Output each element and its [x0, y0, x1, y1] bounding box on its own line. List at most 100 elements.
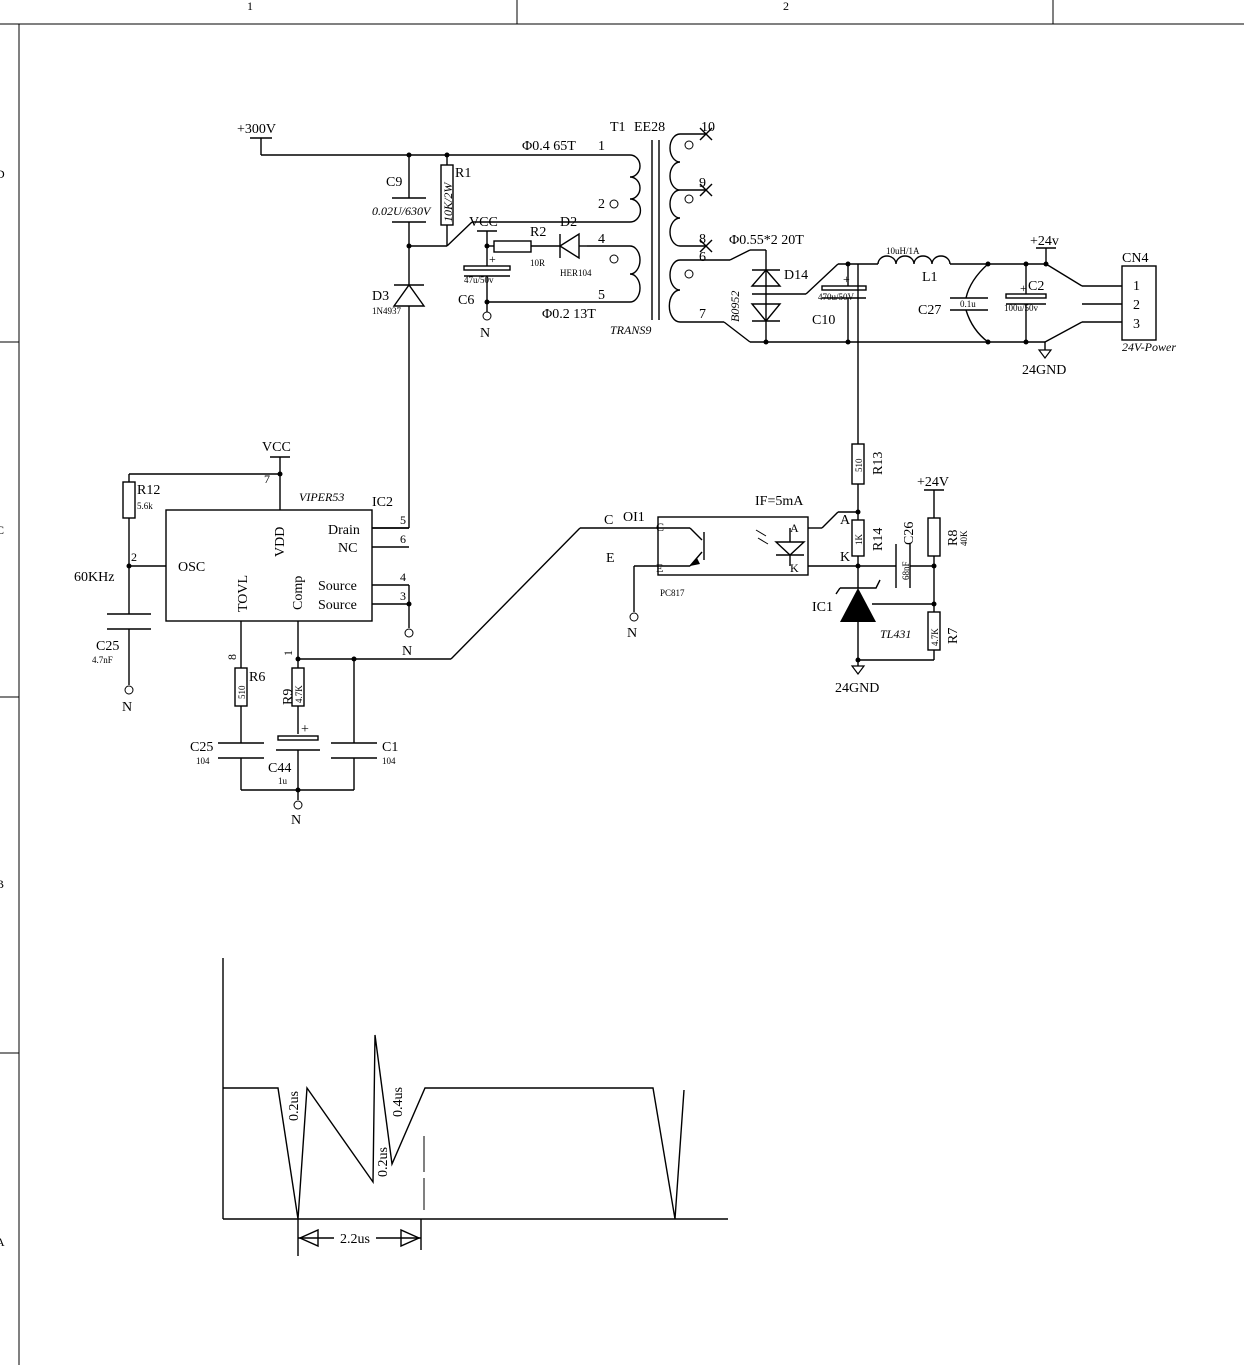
primary-winding-label: Φ0.4 65T: [522, 139, 576, 154]
oscillator-network: R12 5.6k 60KHz C25 4.7nF N: [74, 474, 160, 715]
wave-fall-1: 0.2us: [376, 1147, 391, 1177]
ic2-pin-vdd: VDD: [273, 527, 288, 557]
ic2-num-comp: 1: [281, 650, 295, 656]
ic2-num-osc: 2: [131, 550, 137, 564]
c10-value: 470u/50V: [818, 292, 855, 302]
c1-value: 104: [382, 756, 396, 766]
connector-cn4: CN4 1 2 3 24V-Power: [1121, 251, 1176, 354]
c26-value: 68nF: [901, 561, 911, 580]
opto-a-out: A: [840, 513, 851, 528]
c10-plus: +: [843, 272, 850, 286]
d14-ref: D14: [784, 268, 808, 283]
ic2-num-drain: 5: [400, 513, 406, 527]
c9-value: 0.02U/630V: [372, 204, 432, 218]
t1-pin-8: 8: [699, 232, 706, 247]
c2-value: 100u/50v: [1004, 303, 1039, 313]
c6-plus: +: [489, 252, 496, 266]
r13-ref: R13: [871, 452, 886, 475]
ic2-num-nc: 6: [400, 532, 406, 546]
r7-ref: R7: [946, 628, 961, 644]
c25a-ref: C25: [96, 639, 119, 654]
c6-value: 47u/50v: [464, 275, 494, 285]
t1-pin-6: 6: [699, 250, 706, 265]
c6-ref: C6: [458, 293, 474, 308]
wave-rise-2: 0.4us: [391, 1087, 406, 1117]
c25b-ref: C25: [190, 740, 213, 755]
r12-ref: R12: [137, 483, 160, 498]
t1-pin-4: 4: [598, 232, 605, 247]
feedback-network: R13 510 R14 1K IC1 TL431 C26 68nF +24V R…: [812, 443, 969, 696]
c44-plus: +: [301, 722, 309, 737]
d2-ref: D2: [560, 215, 577, 230]
ic2-pin-source-1: Source: [318, 579, 357, 594]
ic2-num-vdd: 7: [264, 472, 270, 486]
net-n-c6: N: [480, 326, 490, 341]
aux-supply: D2 HER104 R2 10R VCC + 47u/50v C6 N: [458, 215, 592, 341]
frame-col-2: 2: [783, 0, 789, 13]
compensation-network: R6 510 C25 104 R9 4.7K + C44 1u C1 104: [190, 527, 660, 828]
c27-ref: C27: [918, 303, 941, 318]
r13-value: 510: [854, 458, 864, 472]
l1-ref: L1: [922, 270, 938, 285]
net-vcc-ic2: VCC: [262, 440, 291, 455]
net-24v-ref: +24V: [917, 475, 949, 490]
drain-waveform: 0.2us 0.2us 0.4us 2.2us: [222, 958, 728, 1256]
c44-value: 1u: [278, 776, 288, 786]
cn4-pin-3: 3: [1133, 317, 1140, 332]
net-24gnd-ref: 24GND: [835, 681, 879, 696]
opto-part: PC817: [660, 588, 685, 598]
c27-value: 0.1u: [960, 299, 976, 309]
r12-value: 5.6k: [137, 501, 153, 511]
opto-k-in: K: [790, 561, 799, 575]
cn4-value: 24V-Power: [1122, 340, 1176, 354]
optocoupler-oi1: C E OI1 PC817 IF=5mA C E A K N A K: [604, 494, 896, 641]
opto-e-in: E: [656, 561, 663, 575]
r6-value: 510: [237, 685, 247, 699]
output-stage: D14 B0952 + 470u/50V C10 10uH/1A L1 0.1u…: [723, 234, 1122, 444]
ic2-pin-source-2: Source: [318, 598, 357, 613]
ic2-ref: IC2: [372, 495, 393, 510]
osc-frequency: 60KHz: [74, 570, 114, 585]
opto-e-out: E: [606, 551, 615, 566]
t1-pin-5: 5: [598, 288, 605, 303]
wave-period: 2.2us: [340, 1232, 370, 1247]
opto-c-in: C: [656, 520, 664, 534]
t1-pin-9: 9: [699, 176, 706, 191]
net-300v-label: +300V: [237, 122, 276, 137]
r9-ref: R9: [281, 689, 296, 705]
secondary-winding-label: Φ0.55*2 20T: [729, 233, 804, 248]
t1-pin-1: 1: [598, 139, 605, 154]
snubber-network: C9 0.02U/630V R1 10K/2W D3 1N4937: [372, 152, 630, 529]
opto-ref: OI1: [623, 510, 645, 525]
net-24gnd-out: 24GND: [1022, 363, 1066, 378]
d14-value: B0952: [728, 291, 742, 322]
c9-ref: C9: [386, 175, 402, 190]
r14-value: 1K: [854, 534, 864, 546]
net-n-opto: N: [627, 626, 637, 641]
r7-value: 4.7K: [930, 628, 940, 646]
t1-part: TRANS9: [610, 323, 651, 337]
opto-a-in: A: [790, 521, 799, 535]
t1-ref: T1: [610, 120, 626, 135]
ic2-num-src1: 4: [400, 570, 406, 584]
t1-core: EE28: [634, 120, 665, 135]
r1-ref: R1: [455, 166, 471, 181]
ic2-pin-osc: OSC: [178, 560, 205, 575]
wave-rise-1: 0.2us: [287, 1091, 302, 1121]
t1-pin-7: 7: [699, 307, 706, 322]
ic2-num-tovl: 8: [225, 654, 239, 660]
ic2-pin-drain: Drain: [328, 523, 360, 538]
c2-ref: C2: [1028, 279, 1044, 294]
frame-row-c: C: [0, 523, 4, 537]
opto-if-note: IF=5mA: [755, 494, 804, 509]
net-vcc-aux: VCC: [469, 215, 498, 230]
opto-c-out: C: [604, 513, 613, 528]
net-n-c25: N: [122, 700, 132, 715]
ic2-pin-tovl: TOVL: [236, 575, 251, 612]
net-24v-out: +24v: [1030, 234, 1059, 249]
r14-ref: R14: [871, 528, 886, 551]
transformer-t1: T1 EE28 Φ0.4 65T Φ0.2 13T Φ0.55*2 20T TR…: [487, 120, 804, 337]
opto-k-out: K: [840, 550, 850, 565]
